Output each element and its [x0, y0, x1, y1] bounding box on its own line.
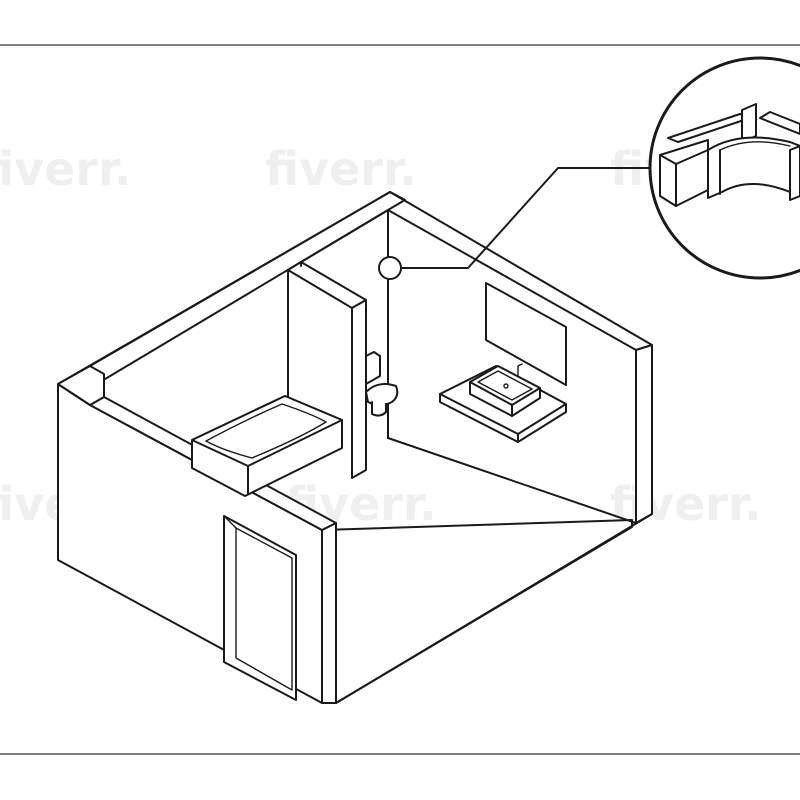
faucet	[517, 363, 523, 377]
callout	[378, 56, 800, 280]
watermark-text: fiverr.	[265, 142, 417, 196]
watermark-text: fiverr.	[0, 142, 132, 196]
mirror	[485, 282, 567, 386]
right-wall-top	[387, 191, 653, 351]
bathtub-rim	[191, 395, 343, 467]
profile-curved-cove	[707, 136, 800, 199]
door-frame	[223, 515, 297, 701]
mirror-panel	[485, 282, 567, 386]
profile-right-flange	[759, 111, 800, 135]
floor-edge	[321, 519, 633, 704]
room	[57, 191, 653, 704]
sink-basin	[469, 365, 541, 417]
corner-profile-detail	[659, 103, 800, 207]
toilet	[365, 351, 399, 417]
partition-wall-end	[351, 299, 367, 479]
bathtub-basin	[205, 403, 327, 459]
bathtub	[191, 395, 343, 497]
floor-back-right-edge	[387, 437, 637, 524]
sink-drain	[503, 383, 509, 389]
sink-bowl	[477, 370, 533, 401]
toilet-base	[371, 401, 387, 417]
profile-left-block	[659, 139, 709, 207]
toilet-bowl	[365, 383, 399, 406]
door-leaf	[235, 527, 293, 691]
vanity	[439, 363, 567, 443]
left-wall-corner	[57, 365, 105, 406]
toilet-tank	[365, 351, 381, 385]
profile-center-web	[741, 103, 757, 143]
profile-right-block	[789, 145, 800, 201]
callout-leader-line	[400, 167, 653, 269]
floor-front-edge	[335, 513, 653, 704]
callout-marker[interactable]	[378, 256, 402, 280]
door	[223, 515, 297, 701]
partition-wall-top	[287, 261, 367, 309]
front-wall-end-face	[321, 522, 337, 704]
right-wall-end-face	[635, 344, 653, 524]
